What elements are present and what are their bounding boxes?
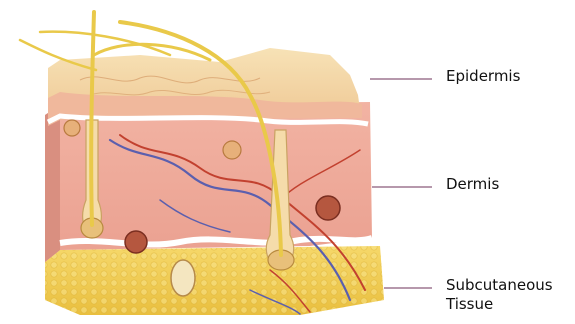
label-epidermis: Epidermis [446, 67, 520, 86]
label-subcutaneous-line2: Tissue [446, 295, 493, 313]
label-subcutaneous-line1: Subcutaneous [446, 276, 553, 294]
subcutaneous-layer [45, 246, 384, 315]
label-subcutaneous-tissue: Subcutaneous Tissue [446, 276, 553, 314]
label-dermis: Dermis [446, 175, 499, 194]
